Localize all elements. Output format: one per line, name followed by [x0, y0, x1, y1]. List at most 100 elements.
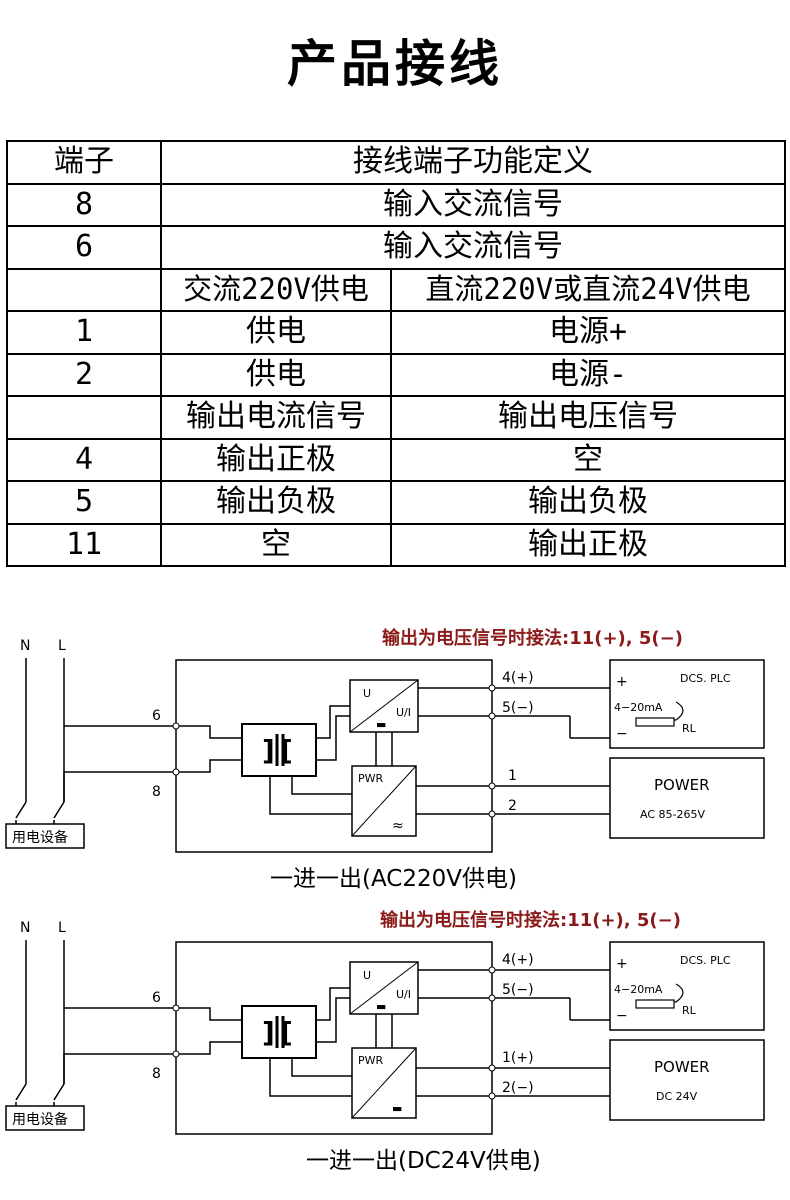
ct-box: [241, 1005, 317, 1059]
l-label: L: [58, 638, 66, 654]
wire-to-8: [63, 771, 176, 802]
subheader-ac: 交流220V供电: [160, 267, 392, 312]
dcs-minus-label: −: [616, 1008, 628, 1024]
wire-ct-ui-b: [316, 715, 350, 761]
switch-l: [53, 1083, 65, 1101]
terminal-5-label: 5(−): [502, 700, 534, 716]
ui-diagonal: [349, 679, 419, 733]
rl-resistor: [635, 717, 675, 727]
terminal-cell: 1: [6, 310, 162, 355]
ui-diagonal: [349, 961, 419, 1015]
terminal-6: [172, 1004, 180, 1012]
terminal-8-label: 8: [152, 1066, 161, 1082]
power-title: POWER: [654, 776, 710, 794]
rl-label: RL: [682, 722, 697, 735]
terminal-2: [488, 810, 496, 818]
ma-arrow-icon: [650, 983, 684, 1003]
ct-symbol-icon: ]: [262, 734, 275, 767]
pwr-ac-symbol: ≈: [392, 818, 404, 834]
wire-8-ct: [179, 1041, 242, 1055]
terminal-cell-empty: [6, 267, 162, 312]
transmitter-enclosure: [175, 941, 493, 1135]
subheader-dc: 直流220V或直流24V供电: [390, 267, 786, 312]
terminal-cell: 8: [6, 182, 162, 227]
terminal-8: [172, 1050, 180, 1058]
terminal-4-label: 4(+): [502, 670, 534, 686]
wire-pwr-back-b: [291, 776, 352, 795]
power-range: AC 85-265V: [640, 808, 705, 821]
terminal-cell: 6: [6, 225, 162, 270]
table-header-row: 端子 接线端子功能定义: [6, 140, 786, 185]
u-label: U: [363, 687, 371, 700]
terminal-4-label: 4(+): [502, 952, 534, 968]
ct-box: [241, 723, 317, 777]
ui-dots-icon: ▬: [376, 1000, 386, 1013]
terminal-6-label: 6: [152, 708, 161, 724]
ct-symbol-icon: ]: [262, 1016, 275, 1049]
dc-cell: 电源-: [390, 352, 786, 397]
switch-n: [15, 1083, 27, 1101]
table-row: 8 输入交流信号: [6, 182, 786, 227]
ac-cell: 空: [160, 522, 392, 567]
terminal-table: 端子 接线端子功能定义 8 输入交流信号 6 输入交流信号 交流220V供电 直…: [6, 140, 786, 567]
table-row: 1 供电 电源+: [6, 310, 786, 355]
wire-pwr-back: [269, 1058, 352, 1097]
wire-ct-ui: [316, 705, 350, 739]
device-box: [5, 1105, 85, 1131]
switch-n: [15, 801, 27, 819]
wiring-diagram-ac: 输出为电压信号时接法:11(+), 5(−) N L 用电设备 6 8 ] [: [5, 627, 765, 892]
power-box: [609, 1039, 765, 1121]
header-definition: 接线端子功能定义: [160, 140, 786, 185]
table-row: 11 空 输出正极: [6, 522, 786, 567]
definition-cell: 输入交流信号: [160, 182, 786, 227]
rl-label: RL: [682, 1004, 697, 1017]
ac-cell: 供电: [160, 352, 392, 397]
power-title: POWER: [654, 1058, 710, 1076]
ui-label: U/I: [396, 706, 411, 719]
terminal-5: [488, 994, 496, 1002]
ui-label: U/I: [396, 988, 411, 1001]
ma-label: 4−20mA: [614, 701, 663, 714]
dc-cell: 空: [390, 437, 786, 482]
power-box: [609, 757, 765, 839]
table-row: 4 输出正极 空: [6, 437, 786, 482]
dcs-plc-box: [609, 659, 765, 749]
terminal-1: [488, 1064, 496, 1072]
transmitter-enclosure: [175, 659, 493, 853]
dcs-plc-box: [609, 941, 765, 1031]
terminal-cell: 11: [6, 522, 162, 567]
terminal-6: [172, 722, 180, 730]
device-box: [5, 823, 85, 849]
dcs-minus-label: −: [616, 726, 628, 742]
table-subheader-row: 交流220V供电 直流220V或直流24V供电: [6, 267, 786, 312]
dcs-label: DCS. PLC: [680, 954, 731, 967]
terminal-cell-empty: [6, 395, 162, 440]
ac-cell: 输出负极: [160, 480, 392, 525]
terminal-2: [488, 1092, 496, 1100]
pwr-label: PWR: [358, 1054, 384, 1067]
diagram-note: 输出为电压信号时接法:11(+), 5(−): [382, 627, 683, 649]
wire-pwr-back-b: [291, 1058, 352, 1077]
terminal-8-label: 8: [152, 784, 161, 800]
subheader-output-ac: 输出电流信号: [160, 395, 392, 440]
terminal-2-label: 2(−): [502, 1080, 534, 1096]
diagram-group: 输出为电压信号时接法:11(+), 5(−) N L 用电设备 6 8 ] [: [5, 627, 765, 892]
definition-cell: 输入交流信号: [160, 225, 786, 270]
pwr-diagonal: [351, 1047, 417, 1119]
pwr-label: PWR: [358, 772, 384, 785]
u-label: U: [363, 969, 371, 982]
terminal-1-label: 1(+): [502, 1050, 534, 1066]
dcs-label: DCS. PLC: [680, 672, 731, 685]
page-title: 产品接线: [287, 35, 503, 93]
terminal-5-label: 5(−): [502, 982, 534, 998]
wire-6-ct: [179, 1007, 242, 1021]
table-row: 5 输出负极 输出负极: [6, 480, 786, 525]
n-label: N: [20, 920, 30, 936]
table-subheader-row: 输出电流信号 输出电压信号: [6, 395, 786, 440]
terminal-4: [488, 966, 496, 974]
wire-8-ct: [179, 759, 242, 773]
terminal-cell: 4: [6, 437, 162, 482]
terminal-1-label: 1: [508, 768, 517, 784]
pwr-diagonal: [351, 765, 417, 837]
terminal-4: [488, 684, 496, 692]
